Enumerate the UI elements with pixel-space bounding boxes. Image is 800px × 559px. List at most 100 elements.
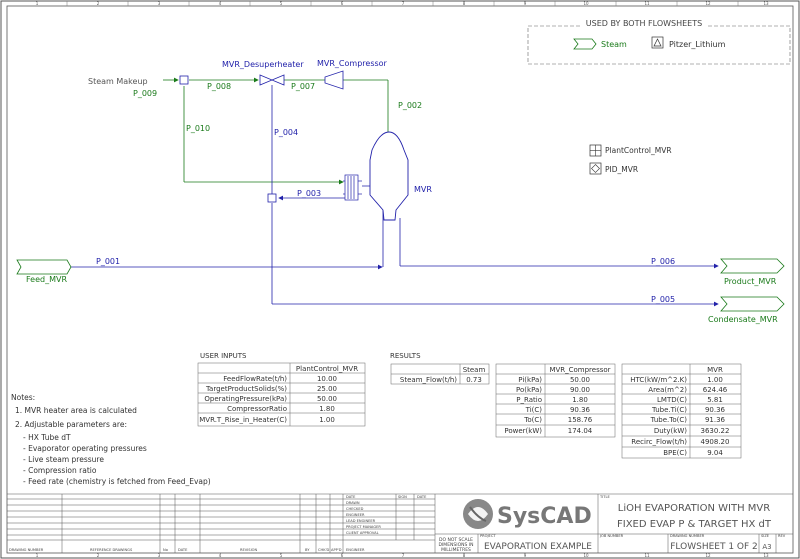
- note-item: - Compression ratio: [23, 466, 97, 475]
- mvr-res-value: 4908.20: [701, 438, 730, 446]
- p004-junction[interactable]: [267, 193, 277, 203]
- tb-rev-label: REV: [778, 534, 786, 538]
- legend-steam-label: Steam: [601, 40, 627, 49]
- sheet-size: A3: [762, 543, 771, 551]
- user-inputs-title: USER INPUTS: [200, 352, 247, 360]
- mvr-res-value: 90.36: [705, 406, 726, 414]
- mvr-res-label: BPE(C): [663, 449, 687, 457]
- steam-makeup-junction[interactable]: [179, 75, 189, 85]
- tb-role: CHECKED: [346, 507, 364, 511]
- comp-col: MVR_Compressor: [549, 366, 610, 374]
- zone-number: 7: [402, 553, 405, 558]
- tb-size-label: SIZE: [761, 534, 770, 538]
- mvr-vessel-icon[interactable]: [369, 131, 409, 221]
- compressor-label: MVR_Compressor: [317, 59, 388, 68]
- results-tables: RESULTS Steam Steam_Flow(t/h): [390, 352, 742, 459]
- stream-p004-label: P_004: [274, 128, 298, 137]
- product-terminal-icon[interactable]: [720, 258, 785, 274]
- zone-number: 13: [763, 553, 769, 558]
- notes-title: Notes:: [11, 393, 35, 402]
- pid-block[interactable]: PID_MVR: [589, 162, 638, 175]
- stream-p003-label: P_003: [297, 189, 321, 198]
- scale-note-3: MILLIMETRES: [441, 547, 471, 553]
- results-title: RESULTS: [390, 352, 421, 360]
- comp-label: Ti(C): [525, 406, 543, 414]
- legend-box: USED BY BOTH FLOWSHEETS Steam Pitzer_Lit…: [527, 19, 791, 65]
- desuperheater-icon[interactable]: [259, 74, 285, 86]
- steam-col: Steam: [463, 366, 486, 374]
- steam-row-value: 0.73: [466, 376, 482, 384]
- comp-value: 90.36: [570, 406, 591, 414]
- ui-label: FeedFlowRate(t/h): [223, 375, 287, 383]
- compressor-icon[interactable]: [324, 70, 344, 90]
- feed-terminal-icon[interactable]: [16, 259, 72, 275]
- zone-number: 2: [97, 553, 100, 558]
- zone-number: 5: [280, 1, 283, 6]
- mvr-res-label: Area(m^2): [648, 386, 687, 394]
- tb-ref-label: REFERENCE DRAWINGS: [90, 548, 133, 552]
- bottom-zone-numbers: 1 2 3 4 5 6 7 8 9 10 11 12 13: [36, 553, 769, 558]
- heat-exchanger-icon[interactable]: [343, 174, 362, 201]
- zone-number: 13: [763, 1, 769, 6]
- scale-note-2: DIMENSIONS IN: [439, 542, 474, 548]
- stream-p008-label: P_008: [207, 82, 231, 91]
- title-block: [7, 493, 793, 553]
- tb-sign-label: SIGN: [398, 495, 407, 499]
- syscad-logo: SysCAD: [463, 499, 592, 529]
- zone-number: 6: [341, 1, 344, 6]
- ui-label: CompressorRatio: [227, 405, 287, 413]
- comp-label: Power(kW): [504, 427, 542, 435]
- tb-role: DRAWN: [346, 501, 360, 505]
- tb-role: CLIENT APPROVAL: [346, 531, 379, 535]
- drawing-title-line2: FIXED EVAP P & TARGET HX dT: [617, 519, 772, 530]
- mvr-res-value: 5.81: [707, 396, 723, 404]
- mvr-col: MVR: [707, 366, 723, 374]
- zone-number: 12: [705, 553, 711, 558]
- plant-control-label: PlantControl_MVR: [605, 146, 672, 155]
- mvr-res-label: Tube.Ti(C): [651, 406, 687, 414]
- zone-number: 9: [524, 553, 527, 558]
- mvr-res-value: 91.36: [705, 416, 726, 424]
- ui-value: 25.00: [317, 385, 337, 393]
- tb-title-label: TITLE: [599, 495, 610, 499]
- logo-text: SysCAD: [497, 504, 592, 529]
- tb-role: PROJECT MANAGER: [346, 525, 381, 529]
- inner-border: [6, 5, 794, 554]
- plant-control-block[interactable]: PlantControl_MVR: [589, 144, 672, 157]
- stream-p002-label: P_002: [398, 101, 422, 110]
- zone-number: 10: [583, 1, 589, 6]
- ui-value: 10.00: [317, 375, 337, 383]
- zone-number: 8: [463, 553, 466, 558]
- ui-value: 1.00: [319, 416, 335, 424]
- comp-value: 50.00: [570, 376, 590, 384]
- zone-number: 7: [402, 1, 405, 6]
- steam-lines: [163, 77, 389, 185]
- condensate-terminal-icon[interactable]: [720, 296, 785, 312]
- tb-no-label: No: [163, 548, 168, 552]
- ui-value: 50.00: [317, 395, 337, 403]
- steam-legend-icon: [573, 38, 597, 50]
- user-inputs-table: USER INPUTS PlantControl_MVR FeedFlowRat…: [197, 352, 366, 427]
- ui-label: TargetProductSolids(%): [205, 385, 287, 393]
- scale-note-1: DO NOT SCALE: [439, 537, 473, 543]
- tb-engineer-label: ENGINEER: [346, 548, 365, 552]
- tb-role: DATE: [346, 495, 356, 499]
- pitzer-triangle-icon: [653, 38, 662, 47]
- pid-label: PID_MVR: [605, 165, 638, 174]
- comp-value: 90.00: [570, 386, 590, 394]
- zone-number: 9: [524, 1, 527, 6]
- zone-number: 1: [36, 1, 39, 6]
- desuperheater-label: MVR_Desuperheater: [222, 60, 304, 69]
- zone-number: 11: [644, 553, 650, 558]
- zone-number: 4: [219, 1, 222, 6]
- stream-p010-label: P_010: [186, 124, 210, 133]
- zone-number: 5: [280, 553, 283, 558]
- comp-label: Po(kPa): [516, 386, 542, 394]
- comp-value: 158.76: [568, 416, 593, 424]
- note-2: 2. Adjustable parameters are:: [15, 420, 127, 429]
- legend-pitzer-label: Pitzer_Lithium: [669, 40, 726, 49]
- sheet-number: FLOWSHEET 1 OF 2: [670, 542, 758, 552]
- notes: Notes: 1. MVR heater area is calculated …: [11, 393, 211, 486]
